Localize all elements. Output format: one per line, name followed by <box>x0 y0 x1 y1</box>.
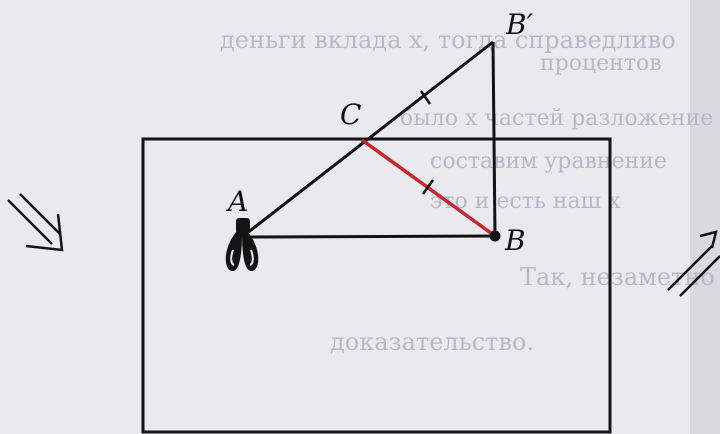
bleed-line-3: было x частей разложение перел <box>400 106 720 131</box>
arrow-left-icon <box>7 193 64 252</box>
bleed-line-5: это и есть наш x <box>430 189 621 214</box>
bleed-through-text: деньги вклада x, тогда справедливо проце… <box>220 26 720 356</box>
bleed-line-4: составим уравнение <box>430 149 667 174</box>
label-c: C <box>340 98 361 131</box>
label-b: B <box>504 224 526 257</box>
bleed-line-1: деньги вклада x, тогда справедливо <box>220 26 676 54</box>
page-edge <box>690 0 720 434</box>
tick-mark-cb-prime <box>419 90 432 105</box>
segment-b-prime-b <box>491 41 497 237</box>
segment-ab <box>241 234 496 239</box>
label-b-prime: B′ <box>505 8 534 41</box>
tick-mark-cb <box>421 179 435 195</box>
frame-rectangle <box>141 137 612 434</box>
point-b <box>489 230 501 242</box>
segment-ab-prime <box>241 40 494 239</box>
bleed-line-6: Так, незаметно для себя мы получили <box>520 263 720 291</box>
bleed-line-7: доказательство. <box>330 328 534 356</box>
label-a: A <box>225 185 248 218</box>
bleed-line-2: процентов <box>540 51 662 76</box>
arrow-right-icon <box>667 230 720 297</box>
shuttlecock-icon <box>225 218 259 272</box>
